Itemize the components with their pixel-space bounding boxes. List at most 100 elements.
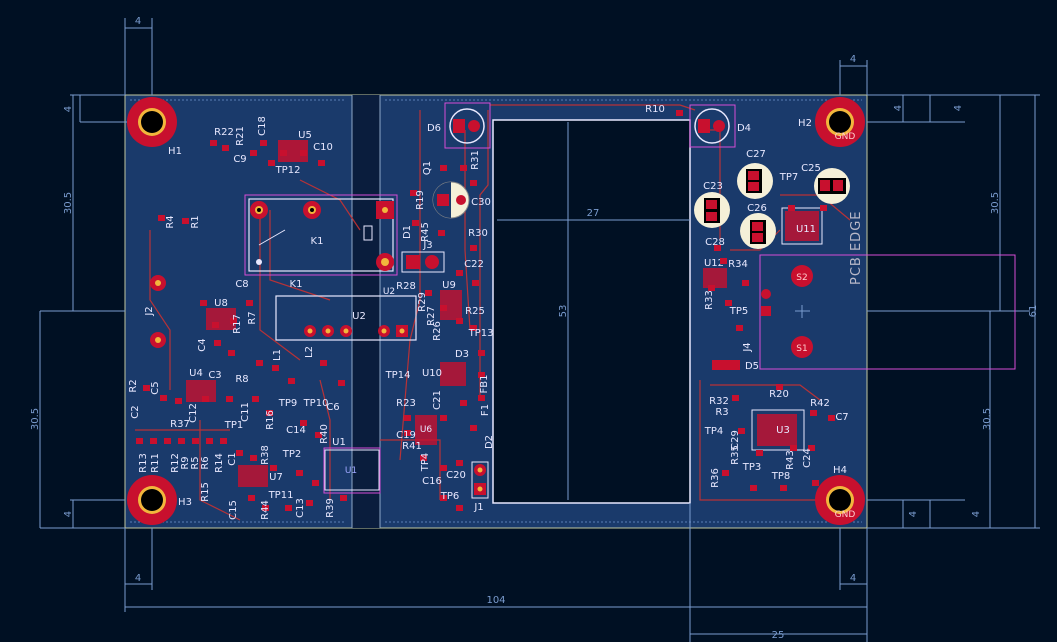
- cap-c23[interactable]: C23: [694, 181, 730, 228]
- smd-pad: [780, 485, 787, 491]
- mounting-hole-h1[interactable]: H1: [127, 97, 182, 157]
- refdes-c22: C22: [464, 259, 484, 270]
- dim-bottom-left-4: 4: [135, 573, 141, 584]
- refdes-r4: R4: [165, 215, 176, 228]
- smd-pad: [222, 145, 229, 151]
- diode-d4[interactable]: D4: [694, 108, 751, 144]
- component-u12[interactable]: U12: [703, 258, 727, 288]
- component-u9[interactable]: U9: [440, 280, 462, 320]
- smd-pad-array: [136, 110, 835, 511]
- refdes-tp4: TP4: [420, 453, 431, 473]
- connector-j2[interactable]: J2: [144, 275, 166, 348]
- refdes-c4: C4: [197, 338, 208, 351]
- component-u10[interactable]: U10: [422, 362, 466, 386]
- component-u11[interactable]: U11: [781, 207, 823, 245]
- refdes-d2: D2: [484, 435, 495, 449]
- component-u5[interactable]: U5: [278, 130, 312, 162]
- smd-pad: [158, 215, 165, 221]
- mounting-hole-h4[interactable]: GND H4: [815, 465, 865, 525]
- mounting-hole-h2[interactable]: GND H2: [798, 97, 865, 147]
- cap-c30[interactable]: C30: [432, 181, 491, 219]
- smd-pad: [470, 180, 477, 186]
- diode-d6[interactable]: D6: [427, 108, 485, 144]
- refdes-r25: R25: [465, 306, 485, 317]
- cap-c27[interactable]: C27: [737, 149, 773, 199]
- smd-pad: [212, 322, 219, 328]
- smd-pad: [420, 455, 427, 461]
- pcb-board[interactable]: [124, 94, 868, 529]
- refdes-tp4: TP4: [704, 426, 724, 437]
- connector-j1[interactable]: J1: [471, 461, 489, 513]
- smd-pad: [280, 150, 287, 156]
- refdes-c16: C16: [422, 476, 442, 487]
- refdes-c24: C24: [802, 448, 813, 468]
- dim-right-4-top-b: 4: [953, 105, 964, 111]
- component-u6[interactable]: U6: [415, 415, 437, 445]
- smd-pad: [810, 410, 817, 416]
- refdes-r28: R28: [396, 281, 416, 292]
- refdes-r15: R15: [200, 482, 211, 502]
- smd-pad: [470, 425, 477, 431]
- u5-label: U5: [298, 130, 312, 141]
- refdes-r7: R7: [247, 311, 258, 324]
- smd-pad: [472, 280, 479, 286]
- refdes-tp12: TP12: [275, 165, 301, 176]
- smd-pad: [268, 160, 275, 166]
- cap-c26[interactable]: C26: [740, 203, 776, 249]
- refdes-r43: R43: [785, 450, 796, 470]
- refdes-tp1: TP1: [224, 420, 244, 431]
- dim-bottom-25: 25: [772, 630, 785, 641]
- refdes-tp8: TP8: [771, 471, 791, 482]
- refdes-f1: F1: [480, 404, 491, 416]
- refdes-c12: C12: [188, 403, 199, 423]
- refdes-r17: R17: [232, 314, 243, 334]
- h3-label: H3: [178, 497, 192, 508]
- mounting-hole-h3[interactable]: H3: [127, 475, 192, 525]
- smd-pad: [312, 480, 319, 486]
- smd-pad: [738, 428, 745, 434]
- refdes-c10: C10: [313, 142, 333, 153]
- smd-pad: [192, 438, 199, 444]
- switch-block[interactable]: S2 S1: [761, 265, 813, 358]
- component-u2[interactable]: U2 U2: [275, 287, 417, 341]
- component-u1[interactable]: U1 U1: [324, 437, 380, 491]
- h2-label: H2: [798, 118, 812, 129]
- component-u3[interactable]: U3: [751, 409, 805, 451]
- dim-top-left-4: 4: [135, 16, 141, 27]
- u7-label: U7: [269, 472, 283, 483]
- smd-pad: [252, 396, 259, 402]
- smd-pad: [236, 450, 243, 456]
- refdes-r37: R37: [170, 419, 190, 430]
- smd-pad: [440, 165, 447, 171]
- refdes-r36: R36: [710, 468, 721, 488]
- refdes-r9: R9: [180, 456, 191, 469]
- dim-right-30-5-bottom: 30.5: [982, 408, 993, 430]
- central-cutout: [492, 119, 691, 504]
- u2-ref-label: U2: [383, 287, 395, 297]
- smd-pad: [440, 495, 447, 501]
- smd-pad: [220, 438, 227, 444]
- refdes-c2: C2: [130, 405, 141, 418]
- j4-label: J4: [742, 342, 753, 352]
- c30-label: C30: [471, 197, 491, 208]
- smd-pad: [456, 318, 463, 324]
- u11-label: U11: [796, 224, 816, 235]
- smd-pad: [456, 270, 463, 276]
- relay-k1[interactable]: K1 K1: [248, 198, 394, 290]
- d6-label: D6: [427, 123, 441, 134]
- refdes-r44: R44: [260, 500, 271, 520]
- refdes-r33: R33: [704, 290, 715, 310]
- refdes-r31: R31: [470, 150, 481, 170]
- board-slot: [352, 95, 380, 528]
- smd-pad: [210, 140, 217, 146]
- dim-right-4-bottom-b: 4: [971, 511, 982, 517]
- smd-pad: [708, 285, 715, 291]
- smd-pad: [340, 495, 347, 501]
- refdes-r10: R10: [645, 104, 665, 115]
- d5-label: D5: [745, 361, 759, 372]
- connector-j4[interactable]: J4 D5: [712, 342, 759, 372]
- cap-c25[interactable]: C25: [801, 163, 850, 204]
- component-u7[interactable]: U7: [238, 465, 283, 487]
- connector-j3[interactable]: J3: [401, 240, 445, 273]
